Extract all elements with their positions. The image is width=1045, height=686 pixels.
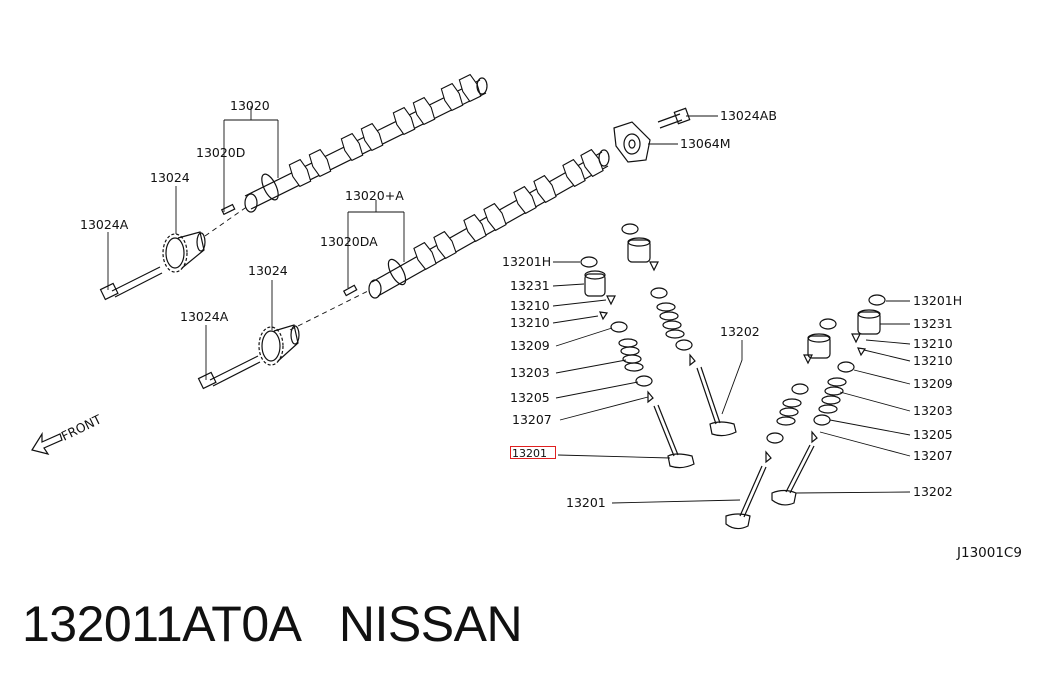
label-13024-top: 13024: [150, 170, 190, 185]
label-13205-right: 13205: [913, 427, 953, 442]
valve-stack-right-middle: [725, 318, 837, 530]
label-13209-left: 13209: [510, 338, 550, 353]
sprocket-upper: [162, 231, 206, 273]
label-13024A-top: 13024A: [80, 217, 129, 232]
label-13020DA: 13020DA: [320, 234, 378, 249]
label-13210-right-a: 13210: [913, 336, 953, 351]
leader-lines: [107, 106, 911, 504]
bolt-lower: [197, 355, 261, 390]
part-number: 132011AT0A: [22, 596, 299, 652]
label-13210-right-b: 13210: [913, 353, 953, 368]
valve-stack-middle: [621, 223, 737, 437]
highlighted-part-box: [510, 446, 556, 459]
valve-stack-right: [771, 294, 886, 506]
label-13207-right: 13207: [913, 448, 953, 463]
label-13201-bottom: 13201: [566, 495, 606, 510]
camshaft-upper: [244, 73, 488, 213]
vtc-bolt: [657, 107, 691, 129]
label-13201-highlighted: 13201: [512, 447, 547, 460]
caption-gap: [299, 596, 339, 652]
label-13207-left: 13207: [512, 412, 552, 427]
part-labels: 13020 13020D 13024 13024A 13020+A 13020D…: [80, 98, 1022, 561]
label-13201H-left: 13201H: [502, 254, 551, 269]
label-13201H-right: 13201H: [913, 293, 962, 308]
brand-name: NISSAN: [338, 596, 523, 652]
part-caption: 132011AT0A NISSAN: [22, 595, 523, 653]
label-13231-left: 13231: [510, 278, 550, 293]
front-arrow: FRONT: [31, 411, 104, 455]
label-13210-left-b: 13210: [510, 315, 550, 330]
vtc-sprocket: [613, 121, 651, 163]
label-13024A-bottom: 13024A: [180, 309, 229, 324]
valve-stack-left: [580, 256, 695, 469]
label-13210-left-a: 13210: [510, 298, 550, 313]
dowel-pin-upper: [220, 203, 236, 216]
label-13202-middle: 13202: [720, 324, 760, 339]
label-13231-right: 13231: [913, 316, 953, 331]
label-13064M: 13064M: [680, 136, 731, 151]
camshaft-lower: [368, 148, 610, 299]
label-13203-left: 13203: [510, 365, 550, 380]
label-13203-right: 13203: [913, 403, 953, 418]
label-13202-right: 13202: [913, 484, 953, 499]
label-13205-left: 13205: [510, 390, 550, 405]
bolt-upper: [99, 266, 163, 301]
label-13209-right: 13209: [913, 376, 953, 391]
label-13020-plus-A: 13020+A: [345, 188, 404, 203]
label-13024AB: 13024AB: [720, 108, 777, 123]
sprocket-lower: [258, 324, 300, 366]
label-13020: 13020: [230, 98, 270, 113]
label-13020D: 13020D: [196, 145, 245, 160]
front-label: FRONT: [59, 411, 104, 443]
label-13024-bottom: 13024: [248, 263, 288, 278]
figure-code: J13001C9: [956, 545, 1022, 561]
dowel-pin-lower: [342, 284, 358, 297]
